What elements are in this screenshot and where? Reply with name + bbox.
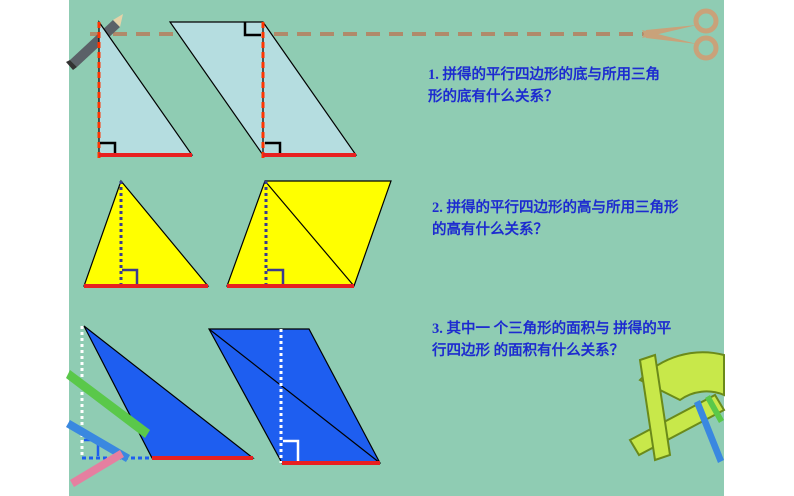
pencil-icon bbox=[694, 395, 724, 463]
question-3-line-1: 3. 其中一 个三角形的面积与 拼得的平 bbox=[432, 321, 672, 337]
pencil-icon bbox=[66, 14, 123, 70]
row2-triangle bbox=[83, 179, 210, 288]
question-2: 2. 拼得的平行四边形的高与所用三角形 的高有什么关系？ bbox=[432, 197, 679, 241]
row1-parallelogram bbox=[168, 21, 358, 158]
question-3: 3. 其中一 个三角形的面积与 拼得的平 行四边形 的面积有什么关系？ bbox=[432, 318, 671, 362]
question-1: 1. 拼得的平行四边形的底与所用三角 形的底有什么关系？ bbox=[428, 64, 660, 108]
question-3-line-2: 行四边形 的面积有什么关系？ bbox=[432, 343, 625, 359]
row2-parallelogram bbox=[226, 180, 392, 288]
scissors-icon bbox=[642, 8, 719, 61]
question-1-line-1: 1. 拼得的平行四边形的底与所用三角 bbox=[428, 67, 660, 83]
row1-triangle bbox=[97, 20, 194, 158]
question-2-line-1: 2. 拼得的平行四边形的高与所用三角形 bbox=[432, 200, 679, 216]
row3-parallelogram bbox=[207, 328, 381, 465]
protractor-icon bbox=[638, 351, 725, 402]
pencil-icon bbox=[66, 370, 150, 487]
question-2-line-2: 的高有什么关系？ bbox=[432, 222, 548, 238]
question-1-line-2: 形的底有什么关系？ bbox=[428, 89, 559, 105]
